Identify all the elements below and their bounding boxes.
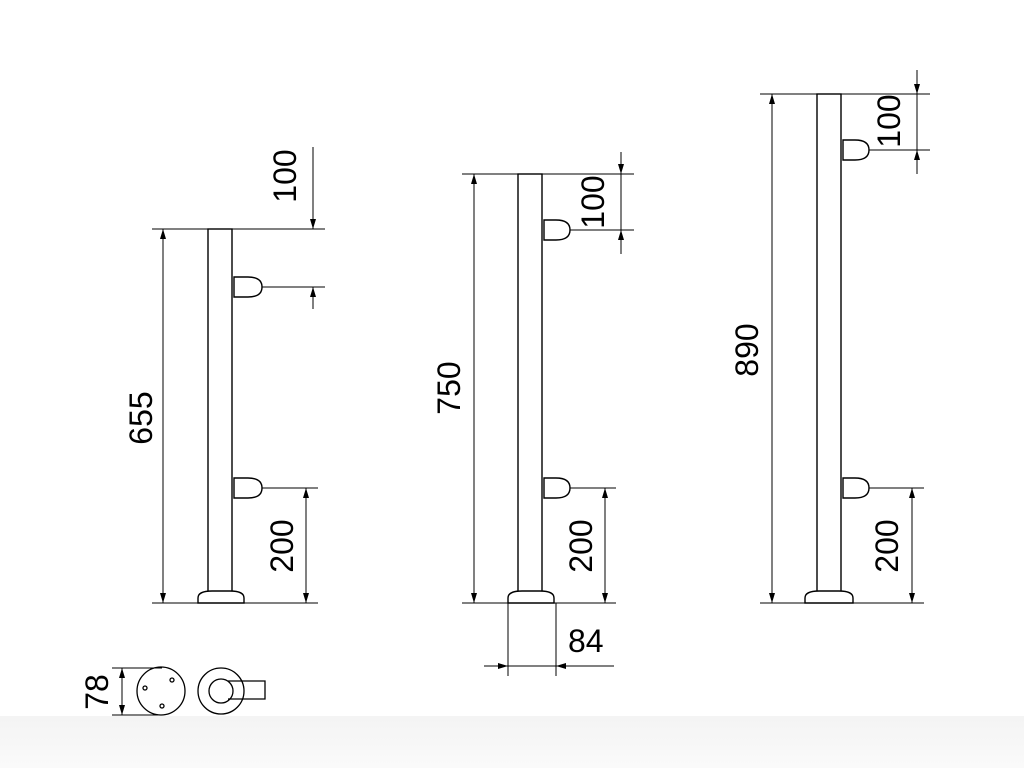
- post-base: [197, 590, 245, 604]
- page-footer-shade: [0, 716, 1024, 768]
- diameter-label: 78: [79, 674, 115, 710]
- bracket-lower: [543, 477, 571, 499]
- top-offset-label: 100: [871, 94, 907, 147]
- post-shaft: [816, 93, 842, 596]
- bracket-upper: [543, 219, 571, 241]
- post-750-drawing: 750 100 200 84: [431, 152, 634, 676]
- base-width-label: 84: [568, 623, 604, 659]
- post-base: [804, 590, 854, 604]
- top-offset-label: 100: [267, 149, 303, 202]
- post-shaft: [207, 228, 233, 596]
- bracket-lower: [842, 477, 870, 499]
- post-base: [507, 590, 555, 604]
- bolt-hole: [159, 703, 165, 709]
- bolt-hole: [169, 677, 175, 683]
- height-label: 750: [431, 361, 467, 414]
- bottom-offset-label: 200: [563, 519, 599, 572]
- bolt-hole: [142, 685, 148, 691]
- bracket-plan: [228, 680, 266, 700]
- bottom-offset-label: 200: [264, 519, 300, 572]
- post-plan-outer: [197, 667, 245, 715]
- bottom-offset-label: 200: [869, 519, 905, 572]
- bracket-upper: [233, 276, 263, 298]
- height-label: 655: [123, 391, 159, 444]
- base-plan-detail: 78: [79, 666, 266, 716]
- bracket-upper: [842, 139, 870, 161]
- post-plan-inner: [208, 678, 234, 704]
- post-shaft: [517, 173, 543, 596]
- bracket-lower: [233, 477, 263, 499]
- height-label: 890: [729, 323, 765, 376]
- base-plate-plan: [136, 666, 186, 716]
- post-890-drawing: 890 100 200: [729, 70, 930, 604]
- post-655-drawing: 655 100 200: [123, 147, 325, 604]
- top-offset-label: 100: [575, 175, 611, 228]
